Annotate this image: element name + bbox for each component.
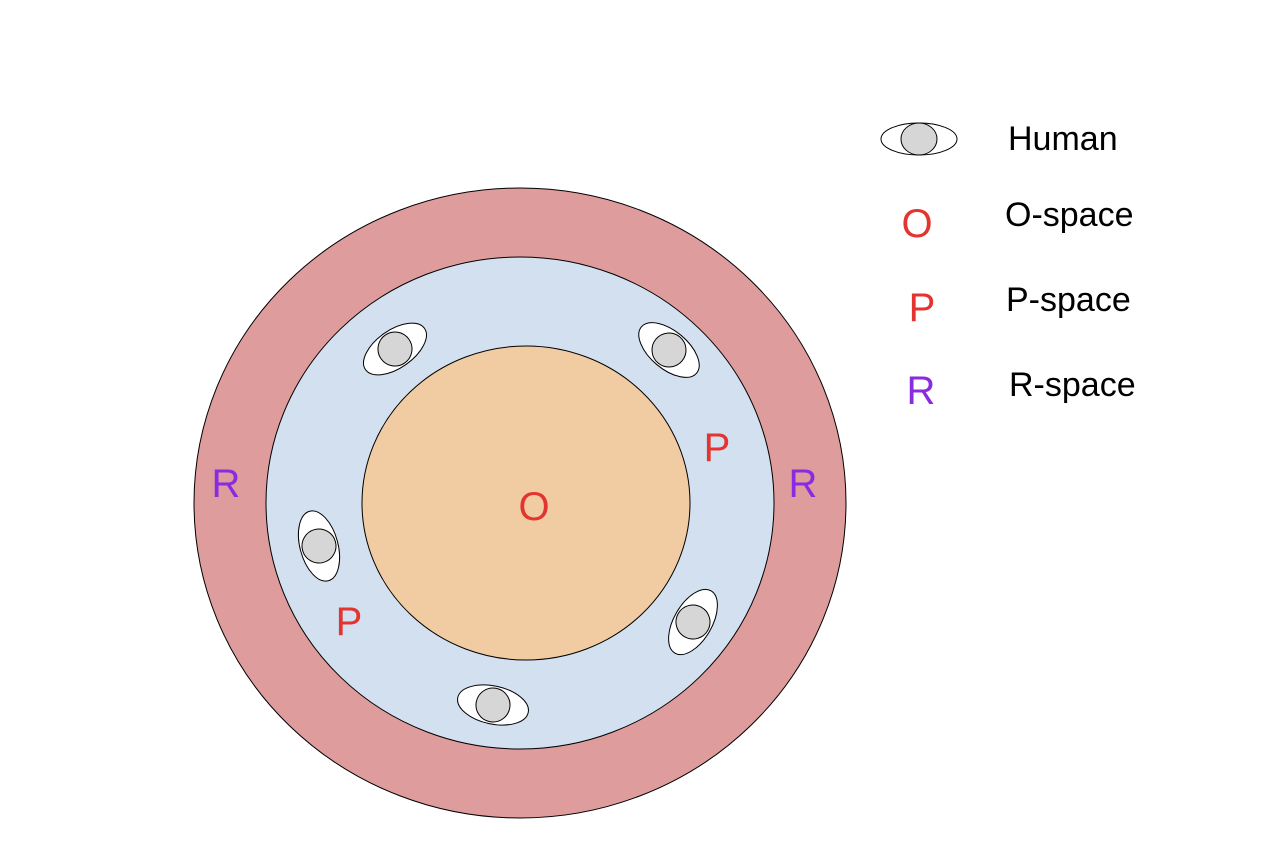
humans [297,322,718,726]
legend-label-human: Human [1008,120,1118,158]
human-icon [363,322,427,376]
human-head [475,687,511,723]
human-head [675,604,711,640]
legend-symbol-o: O [901,202,932,246]
legend: Human O O-space P P-space R R-space [880,120,1136,413]
legend-label-p-space: P-space [1006,281,1131,319]
r-space-label-right: R [789,462,818,506]
legend-item-human: Human [880,120,1118,158]
legend-symbol-r: R [907,369,936,413]
p-space-label-left: P [336,600,363,644]
legend-label-o-space: O-space [1005,196,1134,234]
legend-label-r-space: R-space [1009,366,1136,404]
human-icon [457,684,529,726]
o-space-core [361,345,691,661]
human-icon [638,322,700,378]
region-labels: O P P R R [212,426,818,644]
r-space-label-left: R [212,462,241,506]
human-head [651,332,687,368]
legend-symbol-p: P [909,286,936,330]
human-icon [880,122,958,156]
legend-item-r-space: R R-space [907,366,1136,413]
human-icon [668,588,718,656]
human-icon [297,510,341,582]
o-space-label: O [518,485,549,529]
human-head [377,331,413,367]
legend-item-p-space: P P-space [909,281,1131,330]
human-head [301,528,337,564]
legend-item-o-space: O O-space [901,196,1133,246]
p-space-label-right: P [704,426,731,470]
